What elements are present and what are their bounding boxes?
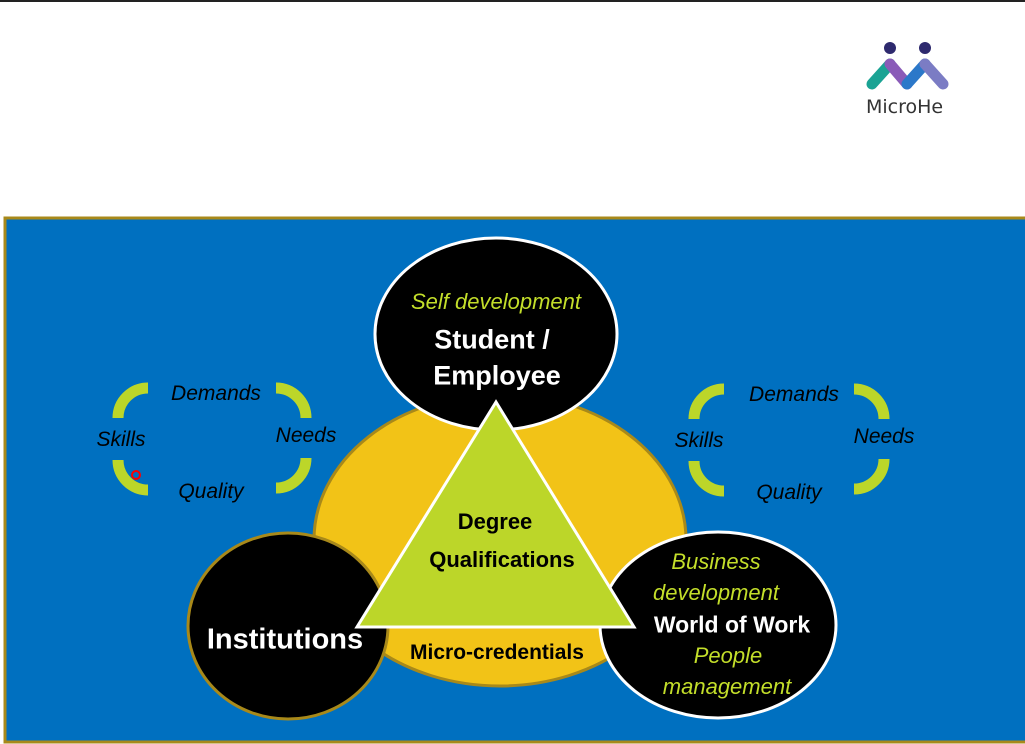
top-title-1: Student /	[434, 324, 550, 355]
left-quality: Quality	[178, 480, 244, 503]
right-line1: Business	[671, 549, 761, 574]
left-demands: Demands	[171, 382, 261, 405]
right-line2: development	[653, 580, 779, 605]
microhe-logo-icon	[866, 42, 949, 90]
right-line3: People	[693, 643, 763, 668]
triangle	[354, 399, 637, 629]
world-of-work-label: World of Work	[653, 611, 811, 638]
top-title-2: Employee	[433, 360, 561, 391]
pointer-dot	[131, 470, 141, 480]
right-skills: Skills	[674, 429, 724, 452]
right-needs: Needs	[853, 425, 915, 448]
left-needs: Needs	[275, 424, 337, 447]
right-quality: Quality	[756, 481, 822, 504]
triangle-line1: Degree	[457, 509, 533, 534]
triangle-line2: Qualifications	[429, 547, 575, 572]
institutions-label: Institutions	[206, 623, 364, 656]
micro-credentials-label: Micro-credentials	[410, 641, 584, 664]
right-demands: Demands	[749, 383, 839, 406]
top-border	[0, 0, 1025, 2]
right-line4: management	[662, 674, 792, 699]
top-subtitle: Self development	[411, 289, 581, 314]
left-skills: Skills	[96, 428, 146, 451]
left-cycle-arcs	[112, 382, 312, 496]
logo-text: MicroHe	[866, 96, 944, 118]
right-cycle-arcs	[688, 383, 890, 497]
